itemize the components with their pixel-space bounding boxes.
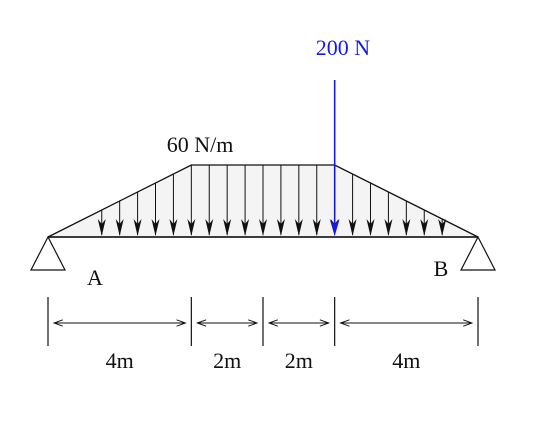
- triangle-pin-support-icon: [30, 235, 66, 271]
- load-arrowhead: [420, 219, 429, 236]
- load-arrowhead: [169, 219, 178, 236]
- distributed-load-label: 60 N/m: [167, 132, 234, 157]
- load-arrowhead: [97, 219, 106, 236]
- load-arrowhead: [187, 219, 196, 236]
- load-arrowhead: [348, 219, 357, 236]
- load-arrowhead: [366, 219, 375, 236]
- span-label: 4m: [106, 348, 134, 373]
- span-label: 4m: [392, 348, 420, 373]
- support-b: [460, 235, 496, 271]
- load-arrowhead: [223, 219, 232, 236]
- load-arrowhead: [115, 219, 124, 236]
- load-arrowhead: [133, 219, 142, 236]
- load-arrowhead: [241, 219, 250, 236]
- point-load-arrowhead: [329, 219, 340, 236]
- distributed-load-arrows: [97, 165, 447, 236]
- span-dimensions: 4m 2m 2m 4m: [47, 297, 479, 373]
- load-arrowhead: [312, 219, 321, 236]
- load-arrowhead: [438, 219, 447, 236]
- point-load-label: 200 N: [316, 35, 371, 60]
- span-label: 2m: [213, 348, 241, 373]
- support-a-label: A: [87, 265, 103, 290]
- triangle-roller-support-icon: [460, 235, 496, 271]
- load-arrowhead: [402, 219, 411, 236]
- support-b-label: B: [434, 256, 449, 281]
- span-label: 2m: [285, 348, 313, 373]
- load-arrowhead: [205, 219, 214, 236]
- support-a: [30, 235, 66, 271]
- load-arrowhead: [276, 219, 285, 236]
- load-arrowhead: [294, 219, 303, 236]
- load-arrowhead: [151, 219, 160, 236]
- load-arrowhead: [259, 219, 267, 236]
- load-arrowhead: [384, 219, 393, 236]
